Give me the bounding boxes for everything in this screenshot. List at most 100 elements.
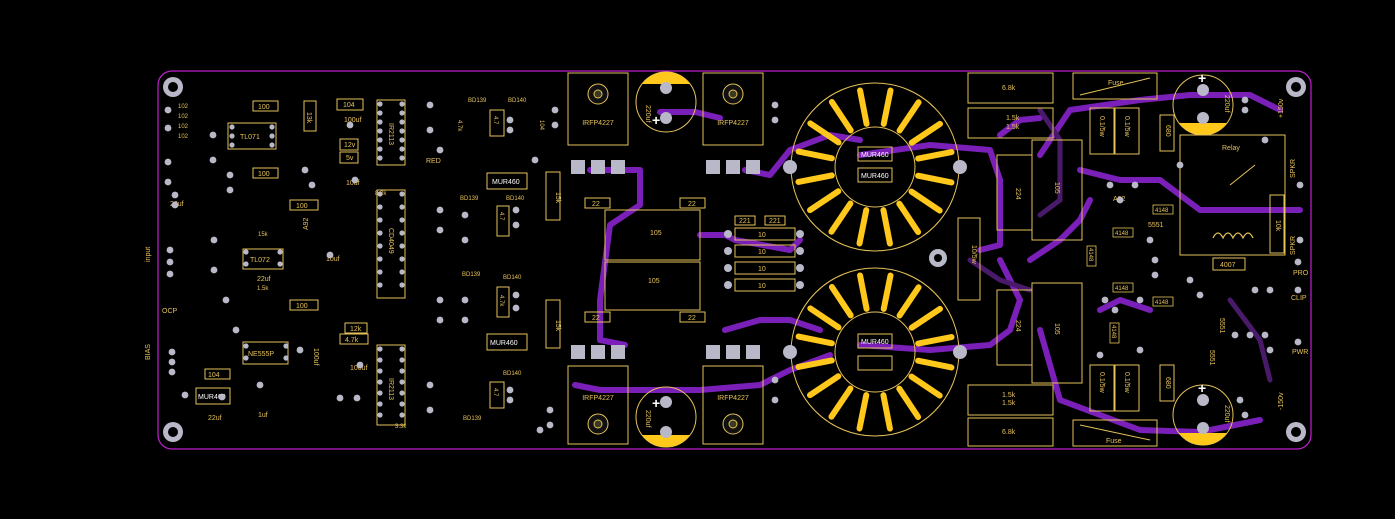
- via-pad: [301, 166, 309, 174]
- cap-label: 105: [648, 278, 660, 285]
- via-pad: [168, 358, 176, 366]
- resistor-label: 6.8k: [1002, 429, 1016, 436]
- resistor-label: 3.3k: [395, 424, 407, 430]
- via-pad: [461, 211, 469, 219]
- transistor-label: 5551: [1218, 318, 1225, 334]
- cap-label: 100uf: [312, 348, 319, 366]
- resistor-label: 4.7: [492, 388, 498, 397]
- ic-pin-pad: [229, 124, 235, 130]
- resistor-label: 4.7: [498, 212, 504, 221]
- via-pad: [296, 346, 304, 354]
- transistor-label: BD140: [503, 371, 522, 377]
- ic-pin-pad: [377, 412, 383, 418]
- svg-text:+: +: [1198, 380, 1206, 396]
- ic-pin-pad: [399, 128, 405, 134]
- transistor-label: BD139: [468, 98, 487, 104]
- via-pad: [308, 181, 316, 189]
- ic-pin-pad: [399, 204, 405, 210]
- via-pad: [461, 296, 469, 304]
- cap-label: 22: [592, 201, 600, 208]
- resistor-label: 0.1/5w: [1123, 372, 1130, 394]
- via-pad: [1251, 286, 1259, 294]
- via-pad: [512, 291, 520, 299]
- ic-label: CD4049: [387, 228, 394, 254]
- center-film-caps: 105 105: [604, 209, 701, 311]
- resistor-label: 15k: [258, 232, 269, 238]
- diode-label: MUR460: [492, 179, 520, 186]
- relay-coil-icon: [1212, 232, 1254, 240]
- via-pad: [1151, 256, 1159, 264]
- via-pad: [1196, 291, 1204, 299]
- ic-pin-pad: [377, 346, 383, 352]
- ic-label: NE555P: [248, 351, 274, 358]
- ic-pin-pad: [377, 128, 383, 134]
- ic-pin-pad: [377, 243, 383, 249]
- ic-pin-pad: [243, 343, 249, 349]
- via-pad: [1261, 331, 1269, 339]
- winding-spoke: [896, 284, 922, 319]
- winding-spoke: [806, 188, 842, 214]
- winding-spoke: [795, 357, 835, 370]
- via-pad: [1151, 271, 1159, 279]
- ic-pin-pad: [399, 256, 405, 262]
- transistor-label: 5551: [1208, 350, 1215, 366]
- via-pad: [181, 391, 189, 399]
- via-pad: [1294, 338, 1302, 346]
- diode-label: 4007: [1220, 262, 1236, 269]
- ic-pin-pad: [399, 110, 405, 116]
- via-pad: [506, 126, 514, 134]
- via-pad: [226, 186, 234, 194]
- resistor-label: 4.7k: [345, 337, 359, 344]
- cap-label: 224: [1014, 188, 1021, 200]
- via-pad: [506, 396, 514, 404]
- ic-pin-pad: [377, 137, 383, 143]
- via-pad: [1296, 236, 1304, 244]
- via-pad: [164, 158, 172, 166]
- ic-pin-pad: [399, 401, 405, 407]
- ic-label: TL072: [250, 257, 270, 264]
- cap-label: 100uf: [350, 365, 368, 372]
- resistor-label: 10/5w: [970, 245, 977, 265]
- via-pad: [1101, 296, 1109, 304]
- ic-pin-pad: [377, 101, 383, 107]
- winding-spoke: [828, 200, 854, 235]
- ic-pin-pad: [399, 412, 405, 418]
- winding-spoke: [915, 357, 955, 371]
- via-pad: [1136, 346, 1144, 354]
- winding-spoke: [795, 172, 835, 185]
- resistor-label: 1.5k: [1006, 115, 1020, 122]
- ic-pin-pad: [399, 243, 405, 249]
- cap-label: 22uf: [257, 276, 271, 283]
- cap-label: 22uf: [208, 415, 222, 422]
- ic-pin-pads: [229, 101, 405, 418]
- ic-pin-pad: [399, 146, 405, 152]
- winding-spoke: [857, 272, 870, 312]
- mosfet-top-left: IRFP4227: [567, 72, 629, 146]
- ic-pin-pad: [377, 119, 383, 125]
- via-pad: [222, 296, 230, 304]
- resistor-label: 15k: [554, 192, 561, 204]
- diode-label: 4148: [1155, 208, 1169, 214]
- ic-pin-pad: [399, 379, 405, 385]
- via-pad: [218, 393, 226, 401]
- via-pad: [168, 368, 176, 376]
- diode-label: 4148: [1110, 325, 1116, 339]
- ic-pin-pad: [229, 133, 235, 139]
- winding-spoke: [908, 188, 943, 214]
- resistor-label: 100: [258, 171, 270, 178]
- diode-label: 4148: [1115, 231, 1129, 237]
- fuse-label: Fuse: [1106, 438, 1122, 445]
- via-pad: [210, 236, 218, 244]
- via-pad: [436, 296, 444, 304]
- led-label: RED: [426, 158, 441, 165]
- mosfet-top-right: IRFP4227: [702, 72, 764, 146]
- led-label: PRO: [1293, 270, 1309, 277]
- winding-spoke: [807, 120, 842, 146]
- cap-label: 224: [1014, 320, 1021, 332]
- transistor-label: BD139: [462, 272, 481, 278]
- connector-label: SPKR: [1290, 159, 1297, 178]
- connector-label: -150v: [1278, 392, 1285, 410]
- via-pad: [164, 106, 172, 114]
- via-pad: [1266, 286, 1274, 294]
- via-pad: [551, 106, 559, 114]
